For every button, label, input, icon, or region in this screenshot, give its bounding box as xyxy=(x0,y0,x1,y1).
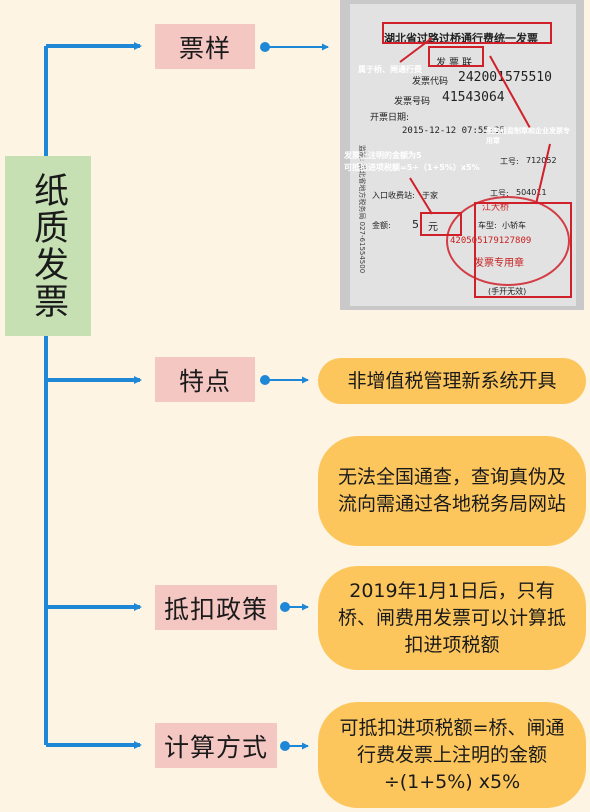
leaf-feature-2-text: 无法全国通查，查询真伪及流向需通过各地税务局网站 xyxy=(337,466,566,515)
leaf-calc: 可抵扣进项税额=桥、闸通行费发票上注明的金额÷(1+5%) x5% xyxy=(318,702,586,808)
invoice-number: 41543064 xyxy=(442,90,505,105)
invoice-date-label: 开票日期: xyxy=(370,113,410,123)
invoice-amount-label: 金额: xyxy=(372,221,391,230)
note-amount-2: 可抵扣进项税额=5÷（1+5%）x5% xyxy=(344,163,480,172)
invoice-number-label: 发票号码 xyxy=(394,97,431,107)
leaf-feature-1: 非增值税管理新系统开具 xyxy=(318,358,586,404)
invoice-sample-image: 湖北省过路过桥通行费统一发票 发票联 发票代码 242001575510 发票号… xyxy=(340,0,584,310)
invoice-station: 于家 xyxy=(422,191,438,200)
note-tax-seal: 税务局监制章和企业发票专用章 xyxy=(486,127,570,145)
branch-calc-label: 计算方式 xyxy=(163,732,268,762)
leaf-policy-text: 2019年1月1日后，只有桥、闸费用发票可以计算抵扣进项税额 xyxy=(337,579,566,656)
annotation-arrows xyxy=(399,37,551,215)
invoice-amount: 5 xyxy=(412,218,419,231)
branch-policy-label: 抵扣政策 xyxy=(163,594,268,624)
invoice-code: 242001575510 xyxy=(458,70,552,85)
root-label: 纸质发票 xyxy=(28,172,68,320)
invoice-title: 湖北省过路过桥通行费统一发票 xyxy=(384,32,538,45)
branch-sample: 票样 xyxy=(155,24,255,69)
invoice-copy: 发票联 xyxy=(436,58,475,69)
invoice-booth-label: 工号: xyxy=(490,189,509,198)
invoice-paper: 湖北省过路过桥通行费统一发票 发票联 发票代码 242001575510 发票号… xyxy=(350,4,576,306)
invoice-seal-text: 发票专用章 xyxy=(474,258,524,269)
invoice-datetime: 2015-12-12 07:55:35 xyxy=(402,126,505,136)
note-toll: 属于桥、闸通行费 xyxy=(358,65,422,74)
annotation-box-copy xyxy=(428,46,484,67)
branch-policy: 抵扣政策 xyxy=(155,585,277,630)
leaf-feature-1-text: 非增值税管理新系统开具 xyxy=(347,369,557,392)
root-node: 纸质发票 xyxy=(5,156,91,336)
branch-features-label: 特点 xyxy=(178,366,231,396)
invoice-station-label: 入口收费站: xyxy=(372,191,415,200)
invoice-booth-no: 504011 xyxy=(516,188,547,197)
features-dot xyxy=(260,375,270,385)
leaf-calc-text: 可抵扣进项税额=桥、闸通行费发票上注明的金额÷(1+5%) x5% xyxy=(339,716,565,793)
invoice-seal-number: 420505179127809 xyxy=(450,236,532,246)
branch-features: 特点 xyxy=(155,357,255,402)
invoice-code-label: 发票代码 xyxy=(412,77,449,87)
sample-dot xyxy=(260,42,270,52)
invoice-worker-label: 工号: xyxy=(500,157,519,166)
note-amount-1: 发票上注明的金额为5 xyxy=(344,151,422,160)
invoice-seal-arc: 江大桥 xyxy=(482,203,510,213)
leaf-policy: 2019年1月1日后，只有桥、闸费用发票可以计算抵扣进项税额 xyxy=(318,566,586,670)
policy-dot xyxy=(280,602,290,612)
calc-dot xyxy=(280,741,290,751)
branch-calc: 计算方式 xyxy=(155,723,277,768)
invoice-seal xyxy=(446,196,570,286)
annotation-box-seal xyxy=(474,202,572,298)
invoice-handwritten: (手开无效) xyxy=(488,287,527,296)
branch-sample-label: 票样 xyxy=(178,33,231,63)
annotation-box-title xyxy=(382,22,552,44)
leaf-feature-2: 无法全国通查，查询真伪及流向需通过各地税务局网站 xyxy=(318,436,586,546)
annotation-box-amount xyxy=(420,212,462,236)
invoice-amount-unit: 元 xyxy=(428,222,438,233)
invoice-worker-no: 712052 xyxy=(526,156,557,165)
